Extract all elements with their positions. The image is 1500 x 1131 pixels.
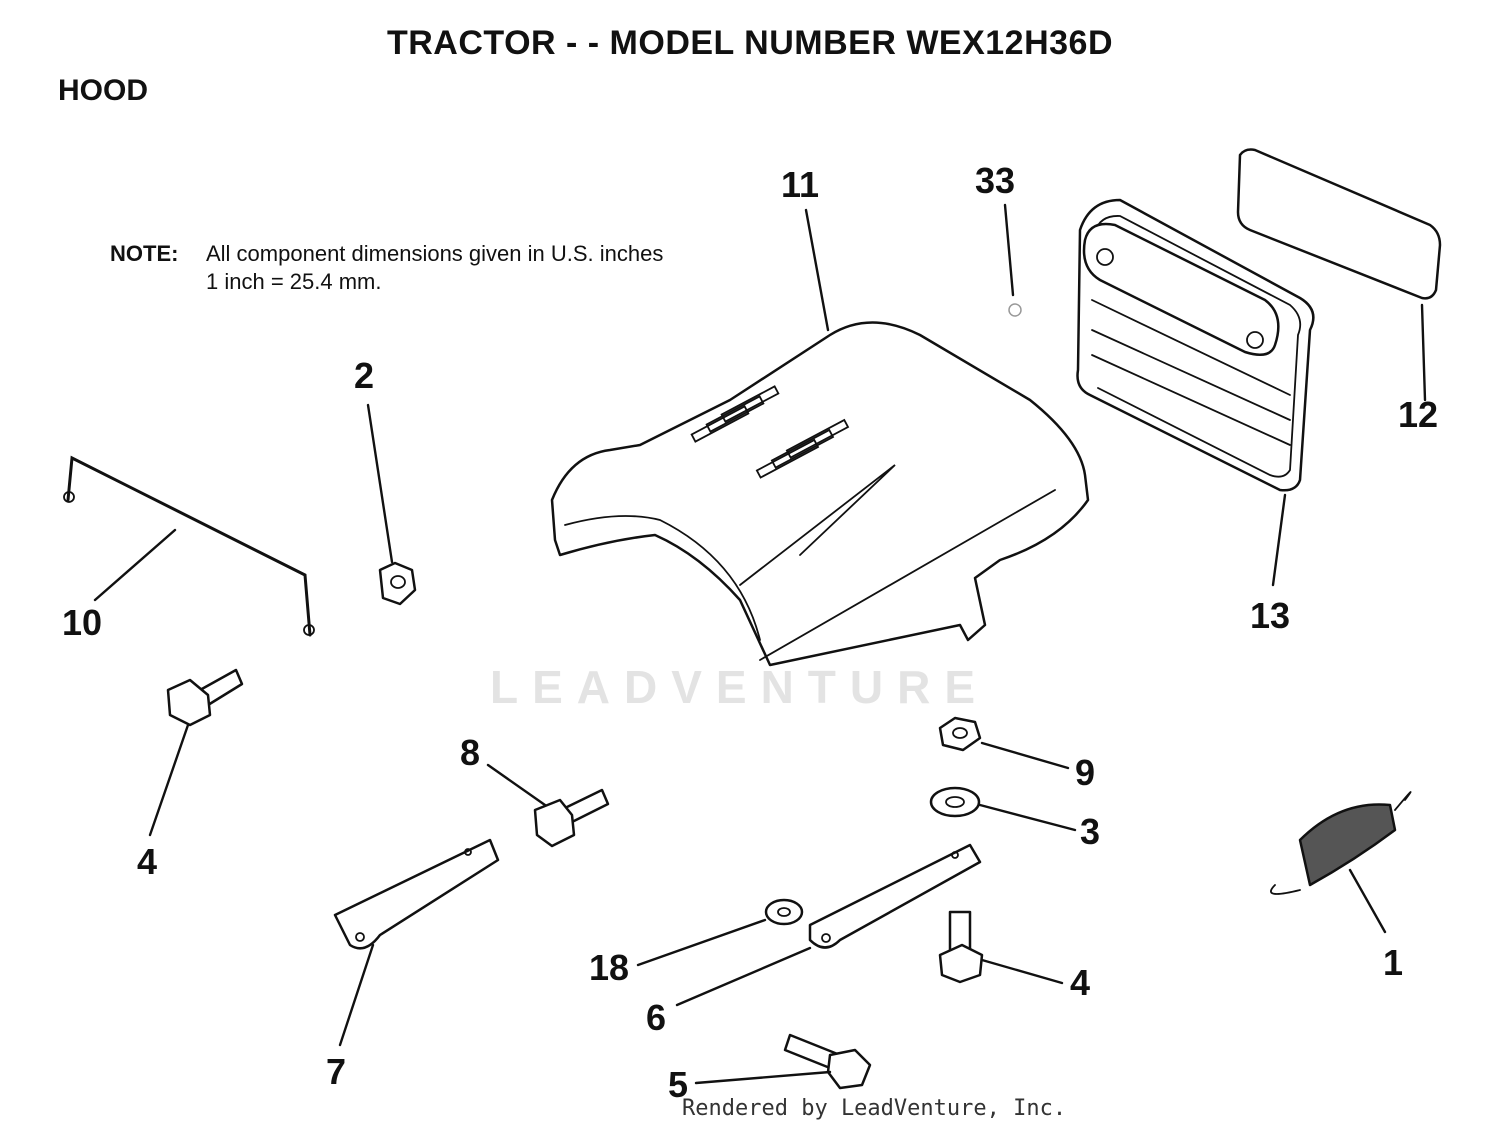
callout-2: 2 xyxy=(353,355,375,396)
callout-1: 1 xyxy=(1382,942,1404,983)
section-title: HOOD xyxy=(58,74,148,107)
part-3-washer[interactable] xyxy=(929,786,981,818)
callout-7: 7 xyxy=(325,1051,347,1092)
callout-6: 6 xyxy=(645,997,667,1038)
part-5-bolt[interactable] xyxy=(783,1033,872,1090)
part-hood-rod[interactable] xyxy=(63,455,315,637)
part-2-nut[interactable] xyxy=(378,561,417,606)
note-line-1: All component dimensions given in U.S. i… xyxy=(206,241,664,266)
render-credit: Rendered by LeadVenture, Inc. xyxy=(682,1096,1067,1121)
callout-8: 8 xyxy=(459,732,481,773)
callout-4-lower: 4 xyxy=(1069,962,1091,1003)
dimension-note: NOTE: All component dimensions given in U… xyxy=(110,240,663,296)
callout-5: 5 xyxy=(667,1064,689,1105)
part-18-washer[interactable] xyxy=(764,898,804,926)
part-9-nut[interactable] xyxy=(938,716,982,752)
part-1-spring[interactable] xyxy=(1270,791,1412,895)
part-7-bracket[interactable] xyxy=(333,838,500,950)
callout-18: 18 xyxy=(588,947,630,988)
note-line-2: 1 inch = 25.4 mm. xyxy=(206,269,382,294)
part-hood[interactable] xyxy=(550,321,1090,667)
leader-lines xyxy=(93,203,1427,1085)
part-4-bolt-lower[interactable] xyxy=(938,910,984,984)
part-emblem[interactable] xyxy=(1236,148,1442,300)
callout-10: 10 xyxy=(61,602,103,643)
part-6-bracket[interactable] xyxy=(808,843,982,949)
callout-12: 12 xyxy=(1397,394,1439,435)
diagram-title: TRACTOR - - MODEL NUMBER WEX12H36D xyxy=(386,24,1114,62)
callout-9: 9 xyxy=(1074,752,1096,793)
part-grille[interactable] xyxy=(1076,198,1315,492)
callout-13: 13 xyxy=(1249,595,1291,636)
note-label: NOTE: xyxy=(110,241,179,266)
part-4-bolt-upper[interactable] xyxy=(166,668,244,727)
callout-3: 3 xyxy=(1079,811,1101,852)
callout-33: 33 xyxy=(974,160,1016,201)
callout-4-upper: 4 xyxy=(136,841,158,882)
part-8-bolt[interactable] xyxy=(533,788,610,848)
part-33-clip[interactable] xyxy=(1008,303,1022,317)
watermark: LEADVENTURE xyxy=(490,661,990,713)
hood-vents xyxy=(690,385,850,479)
callout-11: 11 xyxy=(780,164,820,205)
